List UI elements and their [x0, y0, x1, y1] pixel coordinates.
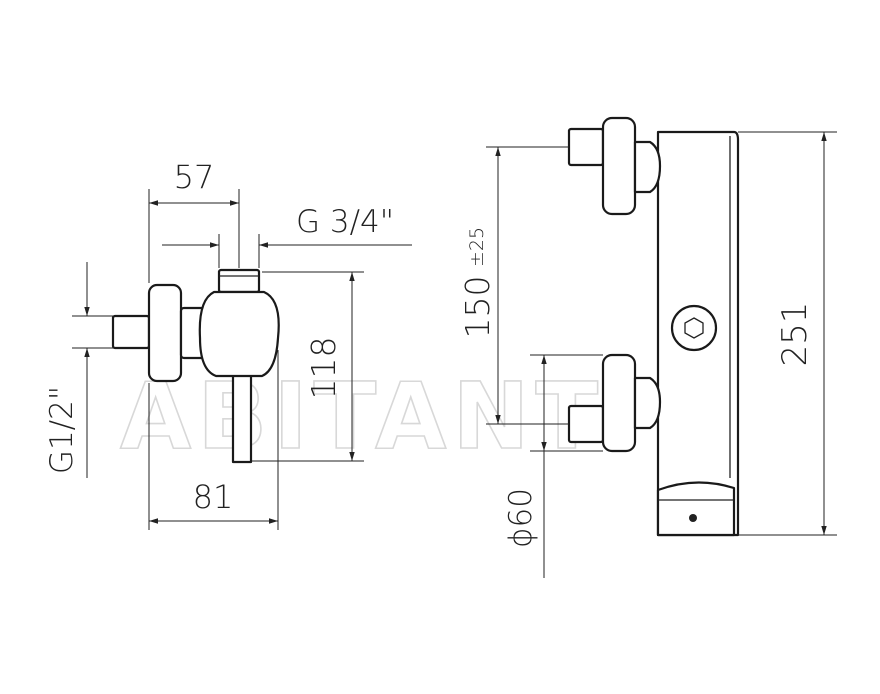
outlet-fitting [217, 268, 261, 294]
lower-inlet-nut [633, 376, 662, 430]
dim-150-label: 150 [458, 276, 497, 339]
bottom-handle [656, 481, 736, 537]
side-view: 57 G 3/4" 118 81 G1/2" [44, 158, 412, 530]
lower-inlet-nipple [567, 404, 605, 444]
upper-inlet-nut [633, 140, 662, 194]
bottom-screw [689, 514, 697, 522]
upper-inlet-flange [601, 116, 637, 216]
dim-diameter-label: ϕ60 [503, 488, 539, 548]
upper-inlet-nipple [567, 127, 605, 167]
dim-outlet-thread-label: G 3/4" [296, 204, 394, 240]
inlet-nipple [111, 314, 151, 350]
dim-251-label: 251 [775, 302, 815, 367]
dim-81-label: 81 [193, 478, 234, 516]
watermark: ABITANT [120, 363, 604, 470]
wall-flange [147, 283, 183, 383]
valve-body [198, 290, 280, 378]
front-view: 150 ±25 ϕ60 251 [458, 116, 837, 578]
lower-inlet-flange [601, 353, 637, 453]
dim-tolerance-label: ±25 [466, 227, 488, 267]
center-screw [670, 304, 718, 352]
dim-57-label: 57 [174, 158, 215, 196]
dim-118-label: 118 [304, 337, 343, 400]
hex-socket-icon [684, 317, 704, 339]
dim-inlet-thread-label: G1/2" [44, 386, 80, 474]
